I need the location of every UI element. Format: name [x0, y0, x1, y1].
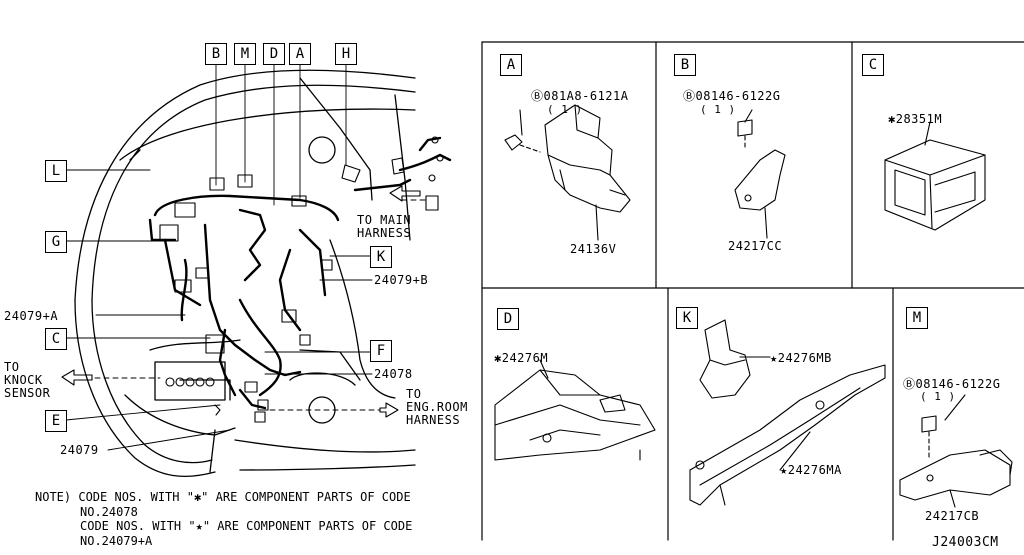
to-knock-sensor-label: TO KNOCK SENSOR [4, 360, 51, 400]
callout-k[interactable]: K [370, 246, 392, 268]
part-24079a-label: 24079+A [4, 309, 59, 323]
panel-m-bracket [899, 394, 1013, 508]
panel-a-bracket [504, 104, 631, 241]
harness-components [159, 136, 444, 423]
note-line-4: NO.24079+A [80, 534, 153, 548]
panel-d-tag[interactable]: D [497, 308, 519, 330]
callout-e[interactable]: E [45, 410, 67, 432]
panel-b-tag[interactable]: B [674, 54, 696, 76]
panel-k-part2-label: ★24276MA [780, 463, 842, 477]
note-line-1: NOTE) CODE NOS. WITH "✱" ARE COMPONENT P… [35, 490, 411, 504]
callout-h[interactable]: H [335, 43, 357, 65]
callout-f[interactable]: F [370, 340, 392, 362]
panel-m-bolt-label: Ⓑ08146-6122G [903, 377, 1001, 391]
panel-d-protector [494, 359, 656, 461]
panel-m-qty-label: ( 1 ) [920, 390, 956, 403]
note-line-3: CODE NOS. WITH "★" ARE COMPONENT PARTS O… [80, 519, 413, 533]
panel-c-connector [884, 121, 986, 231]
diagram-code: J24003CM [932, 535, 999, 550]
callout-m[interactable]: M [234, 43, 256, 65]
panel-a-qty-label: ( 1 ) [547, 103, 583, 116]
panel-a-part-label: 24136V [570, 242, 617, 256]
direction-arrows [61, 185, 421, 418]
part-24079-label: 24079 [60, 443, 99, 457]
callout-b[interactable]: B [205, 43, 227, 65]
callout-l[interactable]: L [45, 160, 67, 182]
panel-b-part-label: 24217CC [728, 239, 783, 253]
panel-a-bolt-label: Ⓑ081A8-6121A [531, 89, 629, 103]
callout-c[interactable]: C [45, 328, 67, 350]
panel-a-tag[interactable]: A [500, 54, 522, 76]
callout-g[interactable]: G [45, 231, 67, 253]
panel-d-part-label: ✱24276M [494, 351, 549, 365]
to-eng-room-harness-label: TO ENG.ROOM HARNESS [406, 387, 468, 427]
callout-d[interactable]: D [263, 43, 285, 65]
panel-k-part1-label: ★24276MB [770, 351, 832, 365]
panel-k-tag[interactable]: K [676, 307, 698, 329]
panel-c-tag[interactable]: C [862, 54, 884, 76]
car-body-outline [74, 69, 416, 477]
to-main-harness-label: TO MAIN HARNESS [357, 213, 412, 240]
leader-lines [65, 61, 373, 451]
part-24078-label: 24078 [374, 367, 413, 381]
part-24079b-label: 24079+B [374, 273, 429, 287]
callout-a[interactable]: A [289, 43, 311, 65]
panel-m-tag[interactable]: M [906, 307, 928, 329]
panel-k-brackets [689, 319, 886, 506]
panel-b-bolt-label: Ⓑ08146-6122G [683, 89, 781, 103]
panel-b-qty-label: ( 1 ) [700, 103, 736, 116]
note-line-2: NO.24078 [80, 505, 138, 519]
panel-m-part-label: 24217CB [925, 509, 980, 523]
panel-c-part-label: ✱28351M [888, 112, 943, 126]
panel-b-bracket [734, 109, 786, 239]
dashed-guides [94, 199, 426, 411]
